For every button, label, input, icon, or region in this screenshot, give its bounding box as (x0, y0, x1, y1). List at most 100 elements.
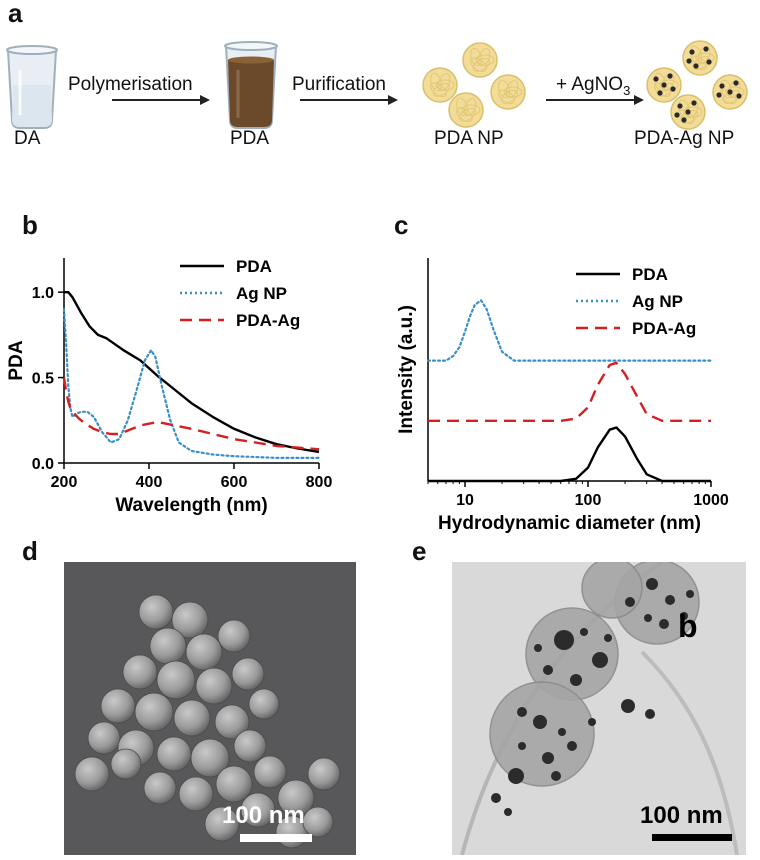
sem-particle (143, 771, 177, 805)
sem-particle (190, 738, 230, 778)
sem-particle (231, 657, 265, 691)
tem-silver-nanoparticle (508, 768, 524, 784)
tem-silver-nanoparticle (570, 674, 582, 686)
silver-dot (733, 80, 739, 86)
legend-label: PDA-Ag (632, 319, 696, 338)
silver-dot (661, 82, 667, 88)
silver-dot (727, 89, 733, 95)
step-label-polymerisation: Polymerisation (68, 74, 193, 95)
tem-silver-nanoparticle (604, 634, 612, 642)
panel-letter-e: e (412, 536, 427, 566)
tem-micrograph: b 100 nm (452, 562, 746, 855)
series-line-ag-np (426, 299, 713, 362)
y-axis-label: Intensity (a.u.) (396, 305, 417, 434)
silver-dot (703, 46, 709, 52)
tem-silver-nanoparticle (625, 597, 635, 607)
tem-scale-bar (652, 834, 732, 841)
stage-label-pda-ag-np: PDA-Ag NP (634, 128, 735, 149)
x-tick-label: 800 (306, 474, 333, 491)
tem-silver-nanoparticle (646, 578, 658, 590)
nanoparticle-cluster-icon (422, 42, 526, 128)
x-tick-label: 10 (456, 492, 474, 509)
panel-letter-d: d (22, 536, 38, 566)
pda-ag-nanoparticle (682, 40, 718, 76)
legend-label: Ag NP (236, 284, 287, 303)
tem-silver-nanoparticle (659, 619, 669, 629)
x-tick-label: 100 (575, 492, 602, 509)
y-tick-label: 0.5 (32, 371, 54, 388)
tem-silver-nanoparticle (665, 595, 675, 605)
sem-particle (233, 729, 267, 763)
sem-particle (248, 688, 280, 720)
tem-silver-nanoparticle (533, 715, 547, 729)
silver-dot (685, 109, 691, 115)
x-tick-label: 400 (136, 474, 163, 491)
legend-label: PDA-Ag (236, 311, 300, 330)
sem-particle (87, 721, 121, 755)
y-axis-label: PDA (6, 340, 27, 380)
sem-particle (74, 756, 110, 792)
pda-nanoparticle (490, 74, 526, 110)
tem-silver-nanoparticle (644, 614, 652, 622)
tem-silver-nanoparticle (518, 742, 526, 750)
step-label-agno3-subscript: 3 (623, 82, 631, 98)
reaction-arrow-1 (112, 95, 210, 105)
silver-dot (674, 112, 680, 118)
sem-particle (173, 699, 211, 737)
tem-silver-nanoparticle (567, 741, 577, 751)
sem-particle (110, 748, 142, 780)
series-line-pda-ag (428, 361, 711, 422)
silver-dot (706, 59, 712, 65)
sem-particle (100, 688, 136, 724)
sem-particle (171, 601, 209, 639)
sem-particle (240, 792, 276, 828)
silver-decorated-nanoparticle-icon (646, 40, 748, 130)
tem-scale-bar-label: 100 nm (640, 802, 723, 829)
x-tick-label: 600 (221, 474, 248, 491)
sem-particle (214, 704, 250, 740)
sem-particle (156, 736, 192, 772)
pda-nanoparticle (448, 92, 484, 128)
step-label-agno3: + AgNO3 (556, 74, 630, 98)
silver-dot (677, 103, 683, 109)
x-axis-label: Wavelength (nm) (115, 495, 267, 516)
x-axis-label: Hydrodynamic diameter (nm) (438, 513, 701, 534)
series-line-pda (428, 426, 711, 483)
silver-dot (667, 73, 673, 79)
reaction-arrow-3 (546, 95, 644, 105)
scheme-graphics (6, 40, 748, 130)
sem-particle (178, 776, 214, 812)
sem-particle (217, 619, 251, 653)
sem-particle (204, 806, 240, 842)
tem-silver-nanoparticle (645, 709, 655, 719)
sem-particle (156, 660, 196, 700)
silver-dot (670, 86, 676, 92)
pda-ag-nanoparticle (712, 74, 748, 110)
pda-ag-nanoparticle (670, 94, 706, 130)
panel-letter-b: b (22, 210, 38, 240)
tem-particles (460, 562, 739, 855)
silver-dot (686, 58, 692, 64)
sem-particle (253, 755, 287, 789)
sem-particle (195, 667, 233, 705)
tem-silver-nanoparticle (517, 707, 527, 717)
tem-silver-nanoparticle (558, 728, 566, 736)
brown-beaker-icon (224, 41, 278, 129)
legend-label: PDA (632, 265, 668, 284)
reaction-arrow-2 (300, 95, 398, 105)
silver-dot (693, 63, 699, 69)
x-tick-label: 200 (51, 474, 78, 491)
panel-letter-a: a (8, 0, 23, 28)
legend-label: PDA (236, 257, 272, 276)
sem-particle (302, 806, 334, 838)
series-line-ag-np (62, 308, 321, 459)
tem-silver-nanoparticle (504, 808, 512, 816)
silver-dot (719, 83, 725, 89)
sem-particle (122, 654, 158, 690)
stage-label-pda: PDA (230, 128, 270, 149)
silver-dot (681, 117, 687, 123)
pda-ag-nanoparticle (646, 67, 682, 103)
sem-particle (134, 692, 174, 732)
tem-silver-nanoparticle (621, 699, 635, 713)
